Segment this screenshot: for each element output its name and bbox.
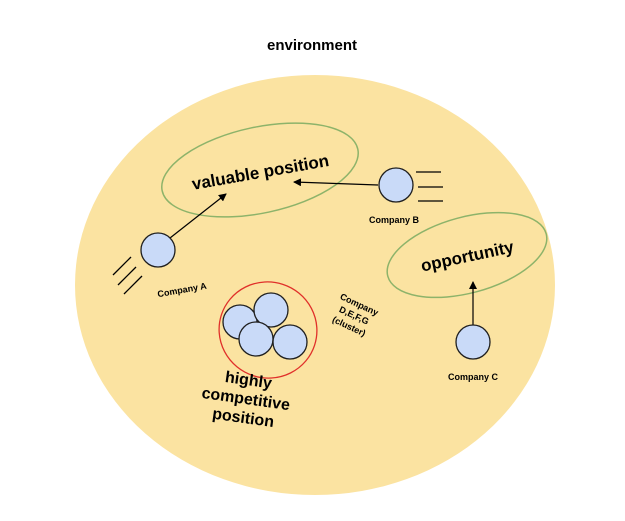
- environment-title: environment: [267, 37, 357, 54]
- valuable-position-area: [161, 122, 359, 218]
- environment-area: [75, 75, 555, 495]
- competitive-position-area: [218, 281, 318, 379]
- company-g-node: [272, 324, 308, 360]
- company-b-arrow: [293, 178, 379, 187]
- company-c-label: Company C: [448, 372, 499, 382]
- company-e-node: [253, 292, 289, 328]
- company-b-motion-lines: [416, 171, 443, 202]
- company-a-node: [140, 232, 176, 268]
- company-b-label: Company B: [369, 215, 420, 225]
- company-c-node: [455, 324, 491, 360]
- company-a-motion-lines: [112, 256, 143, 295]
- company-a-arrow: [169, 193, 227, 239]
- company-b-node: [378, 167, 414, 203]
- cluster-nodes: [222, 292, 308, 360]
- opportunity-area: [386, 211, 548, 299]
- competitive-label-line-1: highly: [224, 369, 273, 392]
- company-f-node: [238, 321, 274, 357]
